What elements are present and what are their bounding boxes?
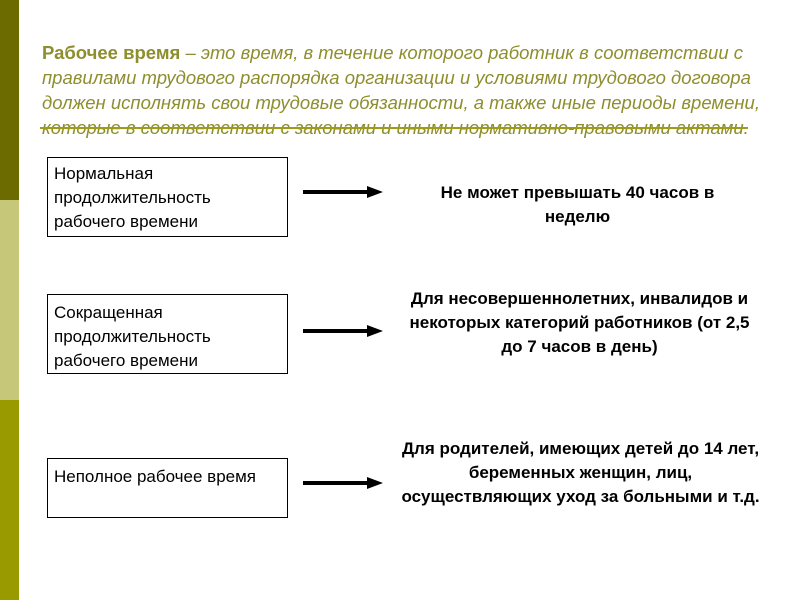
decorative-stripe-bottom <box>0 400 19 600</box>
decorative-stripe-top <box>0 0 19 200</box>
type-description: Для несовершеннолетних, инвалидов и неко… <box>409 289 750 356</box>
type-label: Нормальная продолжительность рабочего вр… <box>54 164 211 231</box>
type-description: Для родителей, имеющих детей до 14 лет, … <box>401 439 760 506</box>
type-box-part-time: Неполное рабочее время <box>47 458 288 518</box>
arrow-right-icon <box>303 477 383 489</box>
type-description: Не может превышать 40 часов в неделю <box>440 183 715 226</box>
decorative-stripe-middle <box>0 200 19 400</box>
definition-paragraph: Рабочее время – это время, в течение кот… <box>42 40 762 140</box>
type-label: Неполное рабочее время <box>54 467 257 486</box>
definition-term: Рабочее время <box>42 42 181 63</box>
divider-line <box>40 127 748 129</box>
arrow-right-icon <box>303 186 383 198</box>
type-box-normal: Нормальная продолжительность рабочего вр… <box>47 157 288 237</box>
type-box-reduced: Сокращенная продолжительность рабочего в… <box>47 294 288 374</box>
arrow-right-icon <box>303 325 383 337</box>
type-label: Сокращенная продолжительность рабочего в… <box>54 303 211 370</box>
